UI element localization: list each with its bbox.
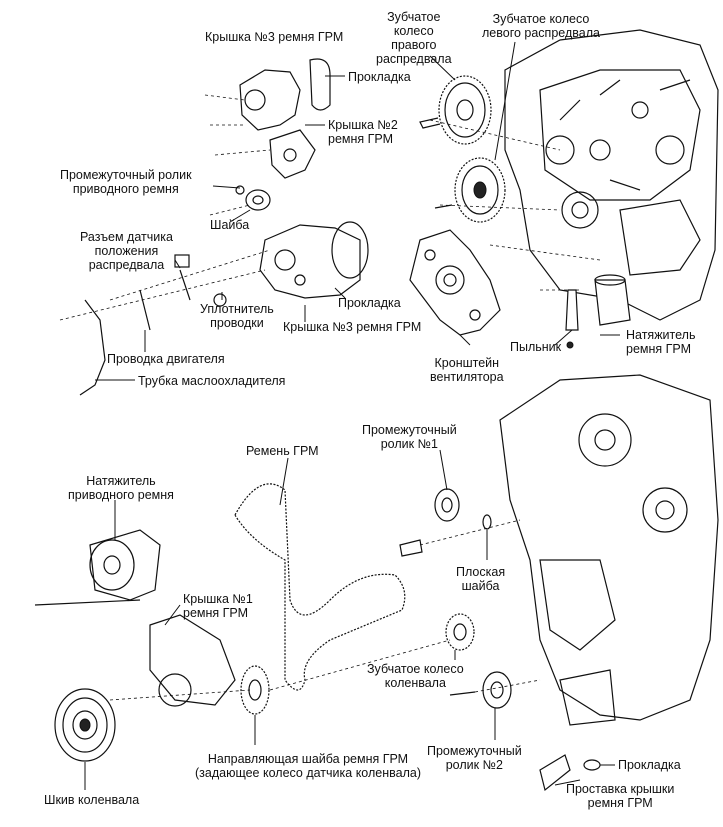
label-cover2: Крышка №2 ремня ГРМ <box>328 118 398 146</box>
label-crank-gear: Зубчатое колесо коленвала <box>367 662 464 690</box>
label-gasket-top: Прокладка <box>348 70 411 84</box>
label-idler2: Промежуточный ролик №2 <box>427 744 522 772</box>
label-cover3-top: Крышка №3 ремня ГРМ <box>205 30 344 44</box>
crank-pulley <box>54 688 116 762</box>
label-gasket-low: Прокладка <box>618 758 681 772</box>
label-left-cam-gear: Зубчатое колесо левого распредвала <box>482 12 600 40</box>
label-idler1: Промежуточный ролик №1 <box>362 423 457 451</box>
leader-lines <box>84 41 620 790</box>
idler2 <box>449 671 512 709</box>
label-fan-bracket: Кронштейн вентилятора <box>430 356 504 384</box>
label-wiring-seal: Уплотнитель проводки <box>200 302 274 330</box>
label-flat-washer: Плоская шайба <box>456 565 506 593</box>
label-engine-wiring: Проводка двигателя <box>107 352 225 366</box>
idler-drive <box>235 185 271 211</box>
label-guide-washer: Направляющая шайба ремня ГРМ (задающее к… <box>195 752 421 780</box>
label-crank-pulley: Шкив коленвала <box>44 793 140 807</box>
engine-block-lower <box>499 374 719 726</box>
label-washer: Шайба <box>210 218 250 232</box>
label-timing-tensioner: Натяжитель ремня ГРМ <box>626 328 696 356</box>
crank-gear <box>445 613 475 651</box>
label-gasket-mid: Прокладка <box>338 296 401 310</box>
cover3-top <box>239 58 331 131</box>
engine-block-upper <box>504 29 719 321</box>
idler1 <box>399 488 492 557</box>
guide-washer <box>240 665 270 715</box>
right-cam-gear <box>419 75 492 145</box>
label-oil-cooler-tube: Трубка маслоохладителя <box>138 374 286 388</box>
label-timing-belt: Ремень ГРМ <box>246 444 319 458</box>
cover3-mid <box>259 221 369 299</box>
cover1 <box>149 614 236 707</box>
engine-wiring <box>79 254 227 396</box>
fan-bracket <box>409 229 501 336</box>
label-drive-tensioner: Натяжитель приводного ремня <box>68 474 174 502</box>
timing-belt <box>234 483 406 691</box>
label-cover1: Крышка №1 ремня ГРМ <box>183 592 253 620</box>
timing-belt-tensioner <box>594 274 631 326</box>
drive-tensioner <box>34 529 161 606</box>
cover2 <box>269 129 316 179</box>
label-idler-drive: Промежуточный ролик приводного ремня <box>60 168 192 196</box>
label-cam-sensor-connector: Разъем датчика положения распредвала <box>80 230 173 272</box>
label-cover-spacer: Проставка крышки ремня ГРМ <box>566 782 675 810</box>
dust-boot <box>565 289 579 349</box>
left-cam-gear <box>434 157 506 223</box>
label-dust-boot: Пыльник <box>510 340 562 354</box>
label-right-cam-gear: Зубчатое колесо правого распредвала <box>376 10 452 66</box>
label-cover3-mid: Крышка №3 ремня ГРМ <box>283 320 422 334</box>
